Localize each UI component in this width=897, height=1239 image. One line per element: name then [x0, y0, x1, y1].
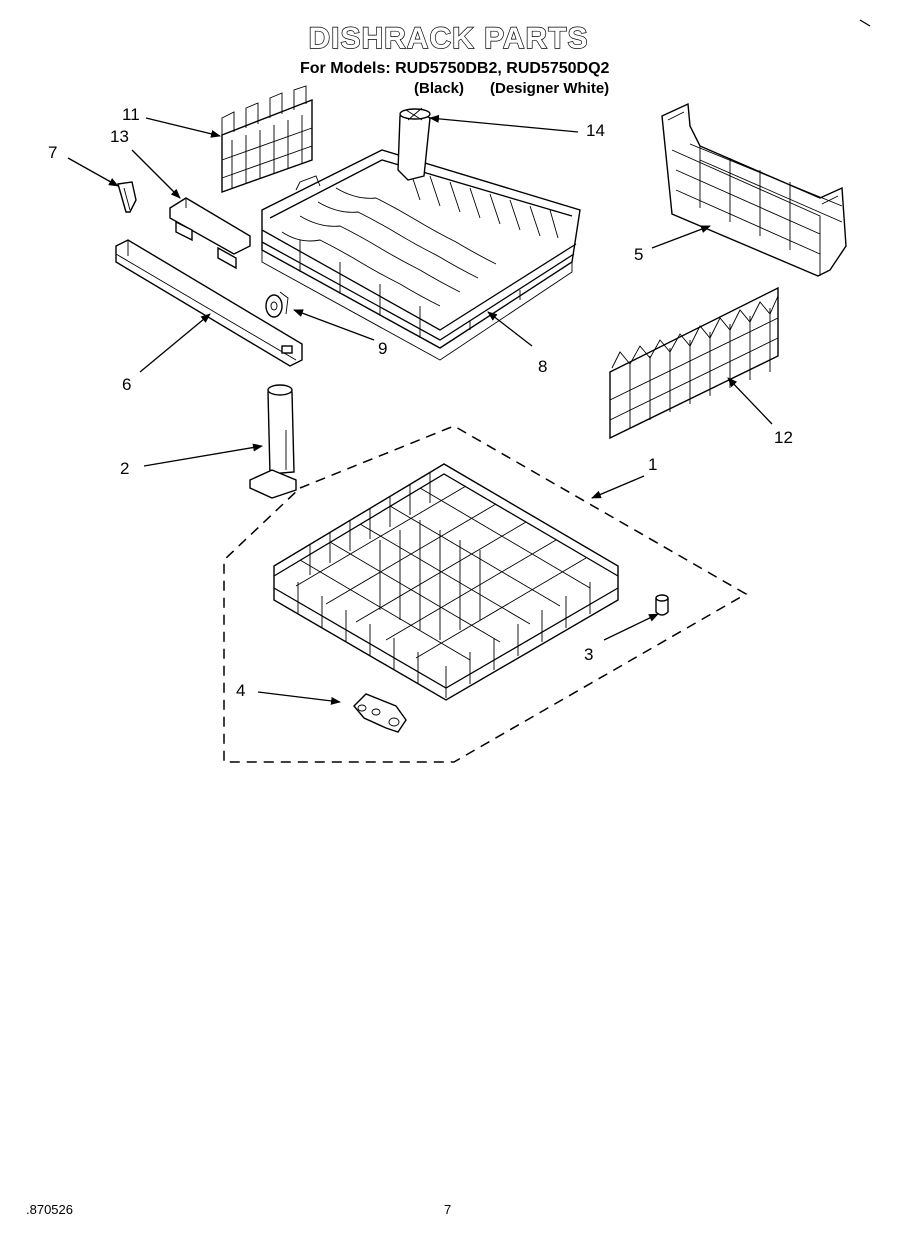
- part-1-lower-rack: [273, 463, 619, 701]
- models-line: For Models: RUD5750DB2, RUD5750DQ2: [300, 60, 610, 77]
- part-6-rail: [115, 239, 303, 367]
- part-5-silverware-basket: [661, 102, 847, 277]
- page-number: 7: [444, 1202, 452, 1217]
- callout-9: 9: [378, 339, 387, 358]
- leader-lines: [67, 114, 773, 705]
- variant-black-label: (Black): [414, 80, 465, 97]
- part-13-bracket: [169, 197, 251, 270]
- callout-4: 4: [236, 681, 245, 700]
- part-4-wheel-bracket: [353, 693, 407, 733]
- part-12-basket-panel: [609, 286, 779, 440]
- part-8-upper-rack: [261, 149, 581, 361]
- callout-2: 2: [120, 459, 129, 478]
- callout-11: 11: [122, 105, 140, 124]
- callout-6: 6: [122, 375, 131, 394]
- part-3-wheel: [655, 594, 669, 616]
- part-9-roller-wheel: [265, 291, 289, 318]
- corner-mark: [859, 19, 871, 27]
- callout-14: 14: [586, 121, 605, 140]
- callout-5: 5: [634, 245, 643, 264]
- variant-white-label: (Designer White): [490, 80, 610, 97]
- part-1-assembly-outline: [223, 425, 748, 763]
- callout-3: 3: [584, 645, 593, 664]
- part-11-small-basket-panel: [221, 85, 313, 193]
- callout-1: 1: [648, 455, 657, 474]
- part-7-clip: [117, 181, 137, 213]
- footer-code: .870526: [26, 1202, 73, 1217]
- callout-13: 13: [110, 127, 129, 146]
- part-14-spray-tower: [397, 107, 431, 181]
- callout-12: 12: [774, 428, 793, 447]
- callout-7: 7: [48, 143, 57, 162]
- part-2-spray-tube: [249, 384, 297, 499]
- page-title: DISHRACK PARTS: [308, 21, 589, 55]
- callout-8: 8: [538, 357, 547, 376]
